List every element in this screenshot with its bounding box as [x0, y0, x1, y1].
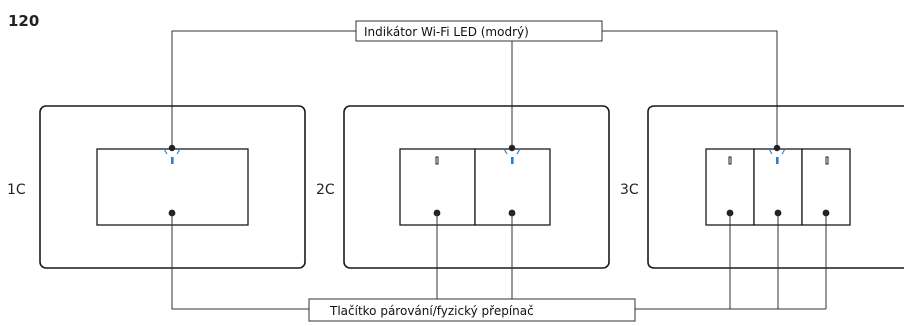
- model-number: 120: [8, 12, 39, 30]
- variant-3c: 3C: [620, 105, 904, 269]
- variant-2c: 2C: [316, 105, 610, 269]
- wifi-led-callout: Indikátor Wi-Fi LED (modrý): [364, 25, 529, 39]
- wifi-led-3c: [768, 148, 786, 164]
- variant-label-1c: 1C: [7, 182, 26, 198]
- wifi-led-callout-box: [355, 20, 603, 42]
- variant-label-3c: 3C: [620, 182, 639, 198]
- variant-1c: 1C: [7, 105, 306, 269]
- wifi-led-leader-lines: [171, 30, 778, 148]
- pair-button-leader-lines: [171, 213, 827, 310]
- pair-button-callout-box: [308, 298, 636, 322]
- wifi-led-2c: [503, 148, 521, 164]
- wifi-led-pointer-3c: [773, 144, 781, 152]
- wifi-led-1c: [163, 148, 181, 164]
- wifi-led-pointer-2c: [508, 144, 516, 152]
- pair-button-callout: Tlačítko párování/fyzický přepínač: [329, 304, 534, 318]
- indicator-slot-2c-1: [435, 156, 439, 165]
- variant-label-2c: 2C: [316, 182, 335, 198]
- indicator-slot-3c-3: [825, 156, 829, 165]
- switch-frame-2c: [343, 105, 610, 269]
- switch-frame-3c: [647, 105, 904, 269]
- wifi-led-pointer-1c: [168, 144, 176, 152]
- indicator-slot-3c-1: [728, 156, 732, 165]
